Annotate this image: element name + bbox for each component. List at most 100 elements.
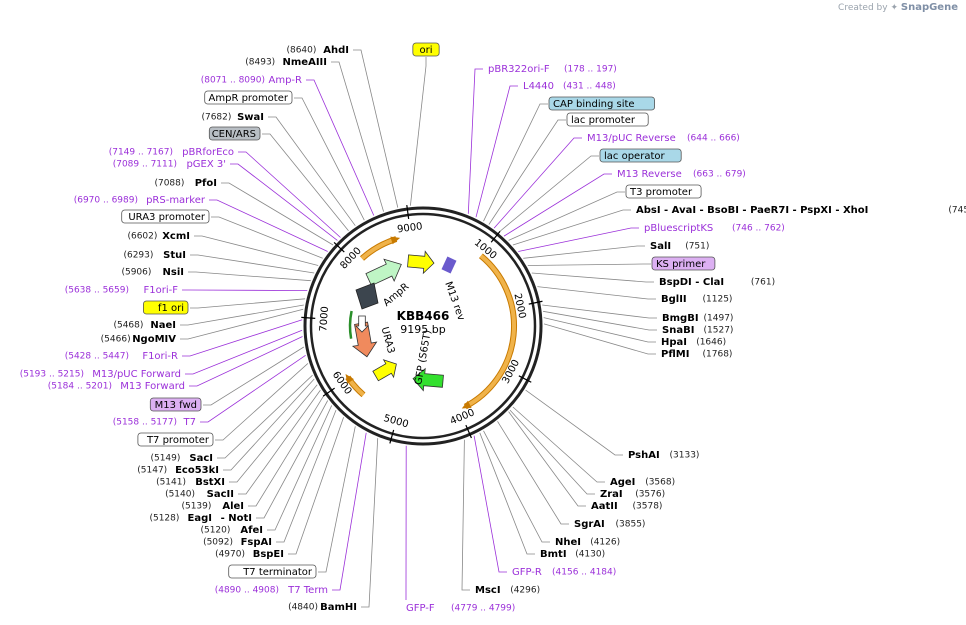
label-lac-promoter: lac promoter: [571, 115, 636, 126]
label-m13-reverse-name: M13 Reverse: [617, 169, 682, 180]
label-pbr322ori-f-position: (178 .. 197): [564, 65, 617, 75]
label-naei-position: (5468): [113, 321, 143, 331]
label-t7-term-name: T7 Term: [287, 585, 328, 596]
label-aatii-leader: [508, 411, 586, 507]
label-m13-puc-forward-name: M13/pUC Forward: [92, 369, 181, 380]
label-snabi-position: (1527): [704, 326, 734, 336]
label-bstxi-name: BstXI: [195, 477, 225, 488]
tick-label-2000: 2000: [511, 292, 527, 319]
label-prs-marker-name: pRS-marker: [146, 195, 206, 206]
label-t7-term-leader: [332, 432, 367, 591]
label-ngomiv-position: (5466): [101, 335, 131, 345]
label-t7-promoter-leader: [215, 363, 309, 441]
label-ngomiv-name: NgoMIV: [132, 334, 176, 345]
label-eco53ki-name: Eco53kI: [175, 465, 219, 476]
label-bspdi-clai-position: (761): [751, 278, 775, 288]
label-m13-puc-forward-leader: [185, 329, 303, 375]
label-bamhi-leader: [361, 438, 379, 608]
label-gfp-r-name: GFP-R: [512, 567, 542, 578]
label-naei-name: NaeI: [150, 320, 176, 331]
label-ahdi-leader: [353, 49, 399, 208]
label-sgrai-leader: [497, 421, 569, 525]
label-hpai-name: HpaI: [661, 337, 687, 348]
label-m13-puc-forward-position: (5193 .. 5215): [20, 370, 84, 380]
ura3-promoter-arrow: [372, 359, 397, 382]
label-t3-promoter-box: [625, 184, 702, 199]
label-f1ori-r-position: (5428 .. 5447): [65, 352, 129, 362]
label-t7-terminator-box: [228, 564, 317, 579]
label-amp-r-leader: [306, 79, 375, 216]
label-lac-operator-box: [599, 148, 682, 163]
label-m13-reverse-leader: [503, 173, 612, 237]
tick-5000: [389, 429, 395, 444]
large-arc-arrowhead: [461, 400, 472, 409]
label-t7-terminator: T7 terminator: [242, 567, 313, 578]
label-lac-promoter-leader: [488, 119, 566, 225]
label-sgrai-position: (3855): [616, 520, 646, 530]
snapgene-logo-icon: ✦: [890, 3, 898, 13]
label-pflmi-name: PflMI: [661, 349, 689, 360]
label-fspai-position: (5092): [203, 538, 233, 548]
label-xcmi-leader: [194, 235, 319, 266]
label-pbluescriptks-name: pBluescriptKS: [644, 223, 713, 234]
plasmid-name: KBB466: [397, 309, 450, 323]
label-bmti-leader: [479, 432, 535, 555]
label-pgex-3-name: pGEX 3': [186, 159, 226, 170]
label-ori-box: [412, 42, 440, 57]
label-bspei-name: BspEI: [253, 549, 284, 560]
tick-3000: [518, 375, 532, 383]
label-aatii-position: (3578): [633, 502, 663, 512]
tick-8000: [333, 242, 345, 253]
label-bmgbi-leader: [542, 304, 657, 319]
ampr-arrow-shape: [365, 258, 402, 287]
label-ura3-promoter-leader: [211, 216, 323, 259]
tick-label-4000: 4000: [449, 407, 477, 427]
label-alei-position: (5139): [181, 502, 211, 512]
label-ks-primer-box: [651, 256, 716, 271]
label-nhei-name: NheI: [555, 537, 581, 548]
tick-7000: [301, 316, 316, 319]
ampr-promoter-arrow-shape: [407, 250, 435, 275]
feature-label-ura3: URA3: [379, 326, 397, 355]
ura3-arrow-shape: [351, 321, 378, 358]
label-f1-ori-box: [142, 300, 189, 315]
label-sacii-position: (5140): [165, 490, 195, 500]
label-pbrforeco-leader: [238, 151, 341, 238]
label-f1-ori-leader: [190, 298, 306, 309]
label-pbr322ori-f-leader: [467, 68, 483, 214]
label-l4440-position: (431 .. 448): [563, 82, 616, 92]
label-sali-position: (751): [685, 242, 709, 252]
label-pgex-3-leader: [230, 163, 338, 241]
label-stui-leader: [190, 254, 315, 274]
label-bglii-name: BglII: [661, 294, 687, 305]
label-pshai-position: (3133): [670, 451, 700, 461]
label-saci-leader: [217, 374, 313, 459]
label-pbrforeco-position: (7149 .. 7167): [109, 148, 173, 158]
label-msci-name: MscI: [475, 585, 501, 596]
label-pbluescriptks-leader: [518, 227, 639, 252]
tick-9000: [406, 205, 410, 220]
label-zrai-name: ZraI: [600, 489, 623, 500]
label-msci-position: (4296): [510, 586, 540, 596]
label-prs-marker-leader: [209, 199, 328, 252]
label-fspai-name: FspAI: [241, 537, 272, 548]
label-swai-name: SwaI: [237, 112, 264, 123]
label-nhei-position: (4126): [590, 538, 620, 548]
label-stui-name: StuI: [163, 250, 186, 261]
feature-labels: AhdI(8640)NmeAIII(8493)Amp-R(8071 .. 809…: [20, 42, 966, 614]
label-f1ori-f-name: F1ori-F: [144, 285, 179, 296]
label-f1ori-r-leader: [182, 319, 303, 357]
label-m13-fwd-box: [149, 397, 202, 412]
label-t7-promoter-box: [137, 432, 214, 447]
label-leader-lines: [180, 49, 657, 608]
label-m13-forward-position: (5184 .. 5201): [48, 382, 112, 392]
label-agei-position: (3568): [645, 478, 675, 488]
feature-label-ampr: AmpR: [381, 281, 411, 309]
plasmid-center-title: KBB466 9195 bp: [397, 309, 450, 336]
label-agei-leader: [512, 406, 605, 483]
label-sgrai-name: SgrAI: [574, 519, 605, 530]
label-pfoi-position: (7088): [154, 179, 184, 189]
label-sacii-leader: [238, 389, 321, 495]
label-bspei-position: (4970): [215, 550, 245, 560]
